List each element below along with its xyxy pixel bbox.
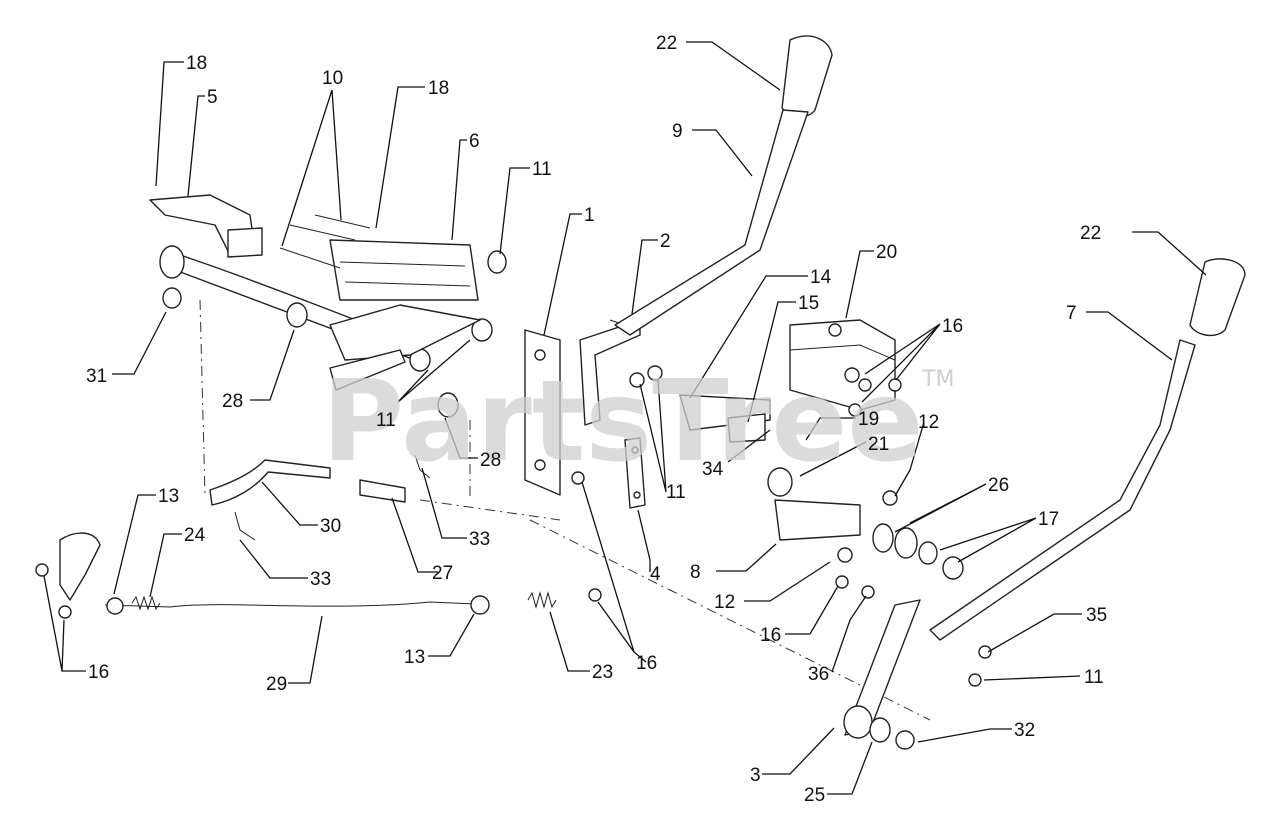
- callout-label: 12: [714, 592, 735, 613]
- callout-label: 28: [480, 450, 501, 471]
- callout-label: 16: [760, 625, 781, 646]
- watermark-text: PartsTree: [322, 357, 923, 487]
- callout-label: 10: [322, 68, 343, 89]
- callout-label: 25: [804, 785, 825, 806]
- callout-label: 32: [1014, 720, 1035, 741]
- callout-label: 33: [310, 569, 331, 590]
- callout-label: 21: [868, 434, 889, 455]
- callout-label: 28: [222, 391, 243, 412]
- callout-label: 35: [1086, 605, 1107, 626]
- callout-label: 7: [1066, 303, 1077, 324]
- callout-label: 8: [690, 562, 701, 583]
- callout-label: 34: [702, 459, 724, 480]
- callout-label: 13: [404, 647, 425, 668]
- callout-label: 1: [584, 205, 595, 226]
- callout-label: 30: [320, 516, 341, 537]
- callout-label: 6: [469, 131, 480, 152]
- callout-label: 11: [1084, 667, 1104, 688]
- callout-label: 15: [798, 293, 819, 314]
- callout-label: 33: [469, 529, 490, 550]
- callout-label: 23: [592, 662, 613, 683]
- callout-label: 18: [428, 78, 449, 99]
- callout-label: 29: [266, 674, 287, 695]
- callout-label: 24: [184, 525, 206, 546]
- callout-label: 5: [207, 87, 218, 108]
- callout-label: 12: [918, 412, 939, 433]
- callout-label: 17: [1038, 509, 1059, 530]
- callout-label: 14: [810, 267, 832, 288]
- watermark-trademark: TM: [921, 367, 954, 392]
- callout-label: 3: [750, 765, 761, 786]
- callout-label: 19: [858, 409, 879, 430]
- callout-label: 4: [650, 564, 661, 585]
- parts-artwork: [35, 35, 1246, 750]
- callout-label: 16: [636, 653, 657, 674]
- callout-label: 11: [376, 410, 396, 431]
- callout-label: 9: [672, 121, 683, 142]
- callout-label: 16: [942, 316, 963, 337]
- callout-label: 22: [656, 33, 677, 54]
- callout-label: 13: [158, 486, 179, 507]
- callout-label: 11: [666, 482, 686, 503]
- callout-label: 26: [988, 475, 1009, 496]
- callout-label: 27: [432, 563, 453, 584]
- callout-label: 2: [660, 231, 671, 252]
- callout-labels: 22 9 18 5 10 18 6 11 1 2 14 15 20 16 22 …: [86, 33, 1107, 806]
- callout-label: 22: [1080, 223, 1101, 244]
- callout-label: 31: [86, 366, 107, 387]
- callout-label: 11: [532, 159, 552, 180]
- callout-label: 16: [88, 662, 109, 683]
- callout-label: 18: [186, 53, 207, 74]
- leader-lines: [43, 41, 1207, 795]
- callout-label: 20: [876, 242, 897, 263]
- callout-label: 36: [808, 664, 829, 685]
